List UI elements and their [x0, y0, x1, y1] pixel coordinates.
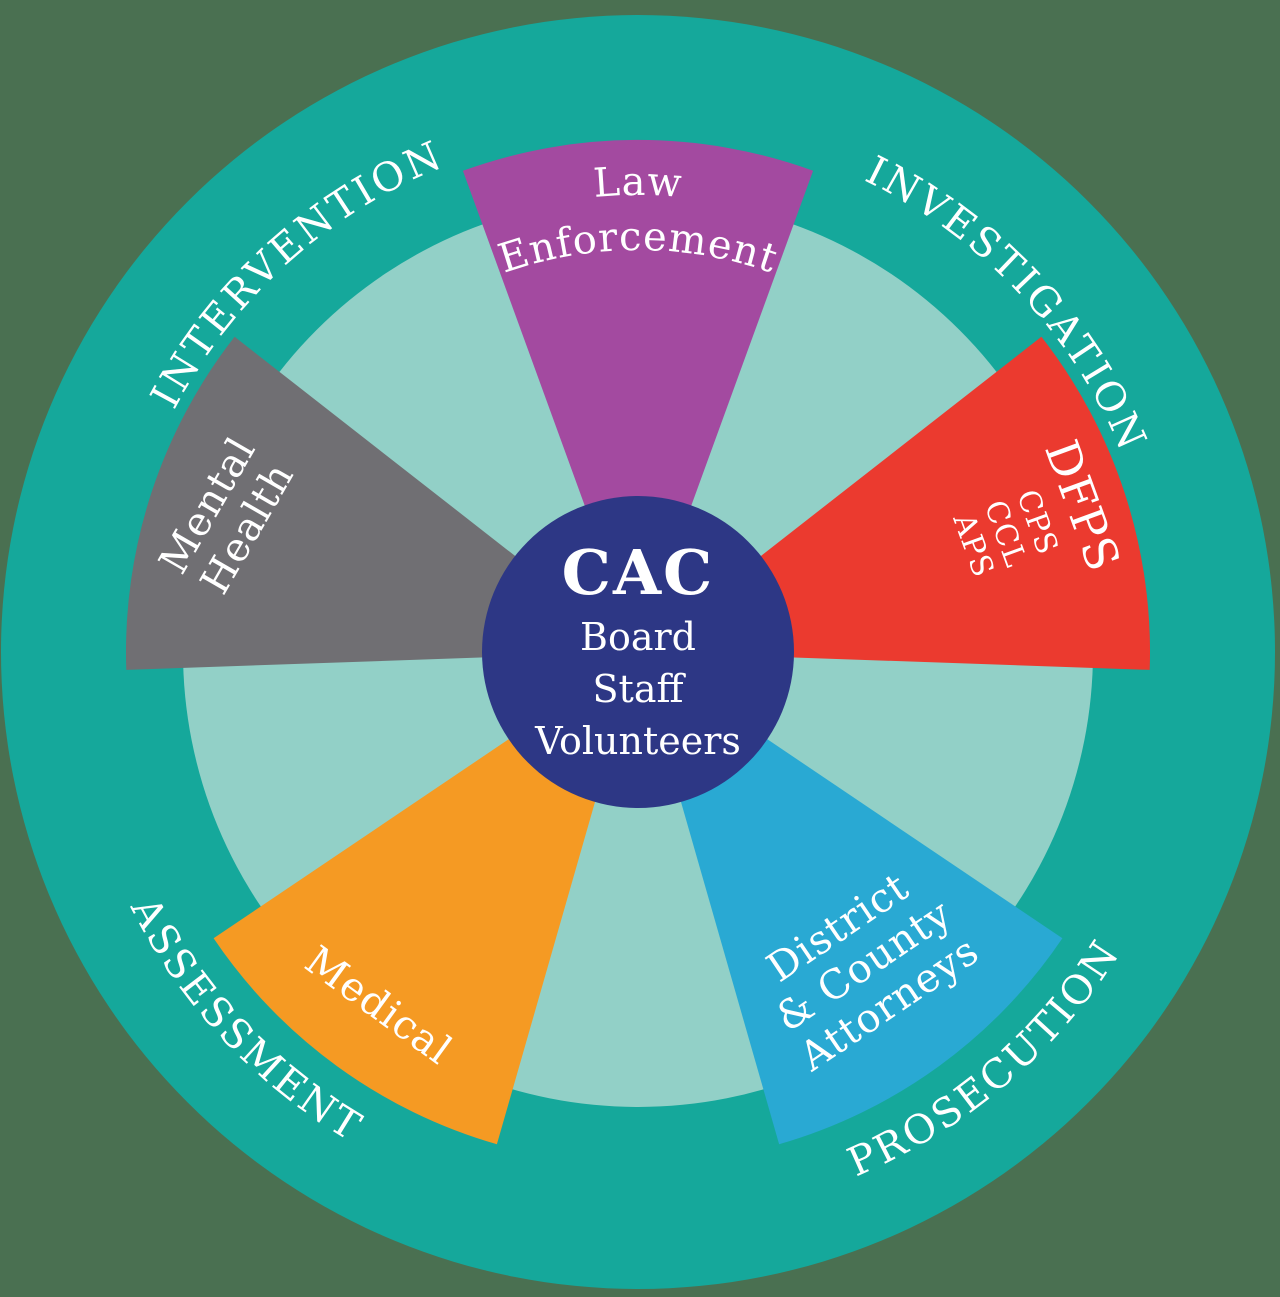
wedge-medical	[213, 652, 638, 1145]
center-line-volunteers: Volunteers	[534, 719, 741, 763]
center-line-board: Board	[580, 615, 696, 659]
center-circle	[482, 496, 794, 808]
wedge-law-enforcement	[462, 139, 814, 652]
center-line-staff: Staff	[593, 667, 687, 711]
center-title: CAC	[562, 536, 715, 609]
wedge-label-law-enforcement-line-1: Law	[592, 159, 684, 207]
wedge-district-county-attorneys	[638, 652, 1063, 1145]
